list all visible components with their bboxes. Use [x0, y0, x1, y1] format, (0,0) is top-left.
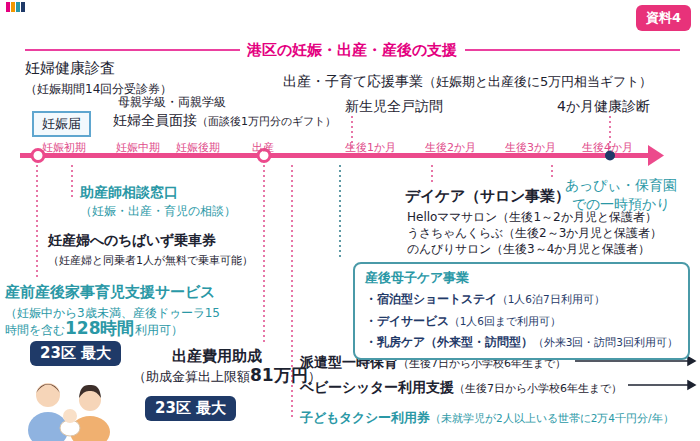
title-text: 港区の妊娠・出産・産後の支援 [247, 41, 457, 59]
label-text: ベビーシッター利用支援 [300, 379, 454, 395]
label-line: 母親学級・両親学級 [118, 91, 226, 110]
label-text: （助成金算出上限額 [133, 369, 250, 384]
label-text: デイケア（サロン事業） [405, 187, 570, 205]
label-text: 出産 [252, 141, 274, 154]
label-text: 助産師相談窓口 [80, 184, 178, 200]
bullet-row: ・宿泊型ショートステイ（1人6泊7日利用可） [365, 287, 678, 309]
label-line: 4か月健康診断 [557, 96, 650, 115]
label-line: うさちゃんくらぶ（生後2～3か月児と保護者） [407, 222, 662, 241]
node-text: 資料4 [646, 10, 681, 25]
label-text: 生後2か月 [425, 141, 476, 154]
label-text: 妊産婦へのちばいず乗車券 [48, 232, 216, 248]
label-text: 妊娠初期 [42, 141, 86, 154]
label-text: 子どもタクシー利用券 [300, 410, 430, 425]
label-text: Helloママサロン（生後1～2か月児と保護者） [407, 210, 657, 224]
bullet-text: ・宿泊型ショートステイ [365, 292, 497, 306]
label-text: 利用可） [135, 323, 183, 337]
label-line: 生後3か月 [505, 136, 556, 155]
label-text: 妊婦健康診査 [25, 59, 115, 77]
label-line: 妊娠初期 [42, 136, 86, 155]
bullet-note: （外来3回・訪問3回利用可） [533, 336, 678, 348]
label-line: （妊産婦と同乗者1人が無料で乗車可能） [48, 249, 253, 268]
label-text: 母親学級・両親学級 [118, 95, 226, 109]
bullet-row: ・乳房ケア（外来型・訪問型）（外来3回・訪問3回利用可） [365, 330, 678, 352]
document-badge: 資料4 [636, 5, 691, 31]
bullet-text: ・デイサービス [365, 314, 449, 328]
label-line: （妊娠・出産・育児の相談） [80, 200, 236, 219]
bullet-note: （1人6回まで利用可） [449, 315, 561, 327]
rank-badge: 23区 最大 [30, 341, 121, 366]
label-text: あっぴぃ・保育園 での一時預かり [565, 177, 677, 212]
label-text: （妊娠・出産・育児の相談） [80, 204, 236, 218]
program-box: 産後母子ケア事業・宿泊型ショートステイ（1人6泊7日利用可）・デイサービス（1人… [353, 262, 690, 360]
label-text: （面談後1万円分のギフト） [197, 115, 336, 128]
form-box: 妊娠届 [32, 111, 91, 137]
family-illustration [28, 383, 110, 441]
label-text: 128時間 [65, 318, 135, 338]
label-line: 生後2か月 [425, 136, 476, 155]
label-text: 生後1か月 [345, 141, 396, 154]
label-text: うさちゃんくらぶ（生後2～3か月児と保護者） [407, 226, 662, 240]
label-line: 産前産後家事育児支援サービス [5, 282, 215, 301]
label-line: 出産・子育て応援事業（妊娠期と出産後に5万円相当ギフト） [283, 71, 652, 90]
label-line: 子どもタクシー利用券（未就学児が2人以上いる世帯に2万4千円分/年） [300, 407, 674, 426]
label-text: 生後4か月 [582, 141, 633, 154]
label-line: デイケア（サロン事業） [405, 186, 570, 205]
label-text: 妊娠中期 [116, 141, 160, 154]
label-text: 出産・子育て応援事業 [283, 73, 423, 89]
label-line: のんびりサロン（生後3～4か月児と保護者） [407, 238, 650, 257]
logo [6, 2, 25, 12]
label-text: 4か月健康診断 [557, 98, 650, 114]
label-text: 妊娠後期 [176, 141, 220, 154]
node-text: 妊娠届 [42, 116, 81, 131]
leader-line [339, 165, 341, 260]
label-line: 出産費用助成 [172, 346, 262, 365]
label-text: 時間を含む [5, 323, 65, 337]
label-line: 時間を含む128時間利用可） [5, 318, 183, 338]
bullet-row: ・デイサービス（1人6回まで利用可） [365, 309, 678, 331]
label-line: 妊娠中期 [116, 136, 160, 155]
label-text: 新生児全戸訪問 [345, 98, 443, 114]
label-line: 妊娠後期 [176, 136, 220, 155]
bullet-note: （1人6泊7日利用可） [497, 293, 605, 305]
box-heading: 産後母子ケア事業 [365, 269, 678, 287]
label-line: 新生児全戸訪問 [345, 96, 443, 115]
label-text: （妊娠期と出産後に5万円相当ギフト） [423, 74, 652, 89]
node-text: 23区 最大 [40, 344, 111, 362]
label-line: 生後1か月 [345, 136, 396, 155]
label-line: 妊婦全員面接（面談後1万円分のギフト） [113, 110, 336, 129]
label-text: （妊産婦と同乗者1人が無料で乗車可能） [48, 254, 253, 267]
diagram-title: 港区の妊娠・出産・産後の支援 [247, 41, 457, 59]
node-text: 23区 最大 [155, 399, 226, 417]
label-line: ベビーシッター利用支援（生後7日から小学校6年生まで） [300, 377, 622, 396]
bullet-text: ・乳房ケア（外来型・訪問型） [365, 335, 533, 349]
label-text: （生後7日から小学校6年生まで） [454, 382, 622, 395]
label-line: 助産師相談窓口 [80, 182, 178, 201]
label-line: 出産 [252, 136, 274, 155]
title-rule [25, 49, 240, 51]
label-text: のんびりサロン（生後3～4か月児と保護者） [407, 242, 650, 256]
label-line: あっぴぃ・保育園 での一時預かり [560, 175, 682, 213]
label-text: （妊娠中から3歳未満、産後ドゥーラ15 [5, 306, 220, 320]
label-line: （妊娠期間14回分受診券） [25, 78, 172, 97]
label-text: 妊婦全員面接 [113, 112, 197, 128]
label-line: 妊婦健康診査 [25, 58, 115, 77]
label-text: 産前産後家事育児支援サービス [5, 283, 215, 301]
rank-badge: 23区 最大 [145, 396, 236, 421]
label-text: （未就学児が2人以上いる世帯に2万4千円分/年） [430, 412, 674, 424]
label-text: 81万円 [250, 365, 308, 385]
label-line: （助成金算出上限額81万円） [133, 365, 321, 385]
label-text: （妊娠期間14回分受診券） [25, 82, 172, 96]
label-line: 生後4か月 [582, 136, 633, 155]
label-text: 出産費用助成 [172, 347, 262, 365]
title-rule [465, 49, 680, 51]
label-text: 生後3か月 [505, 141, 556, 154]
label-line: 妊産婦へのちばいず乗車券 [48, 230, 216, 249]
